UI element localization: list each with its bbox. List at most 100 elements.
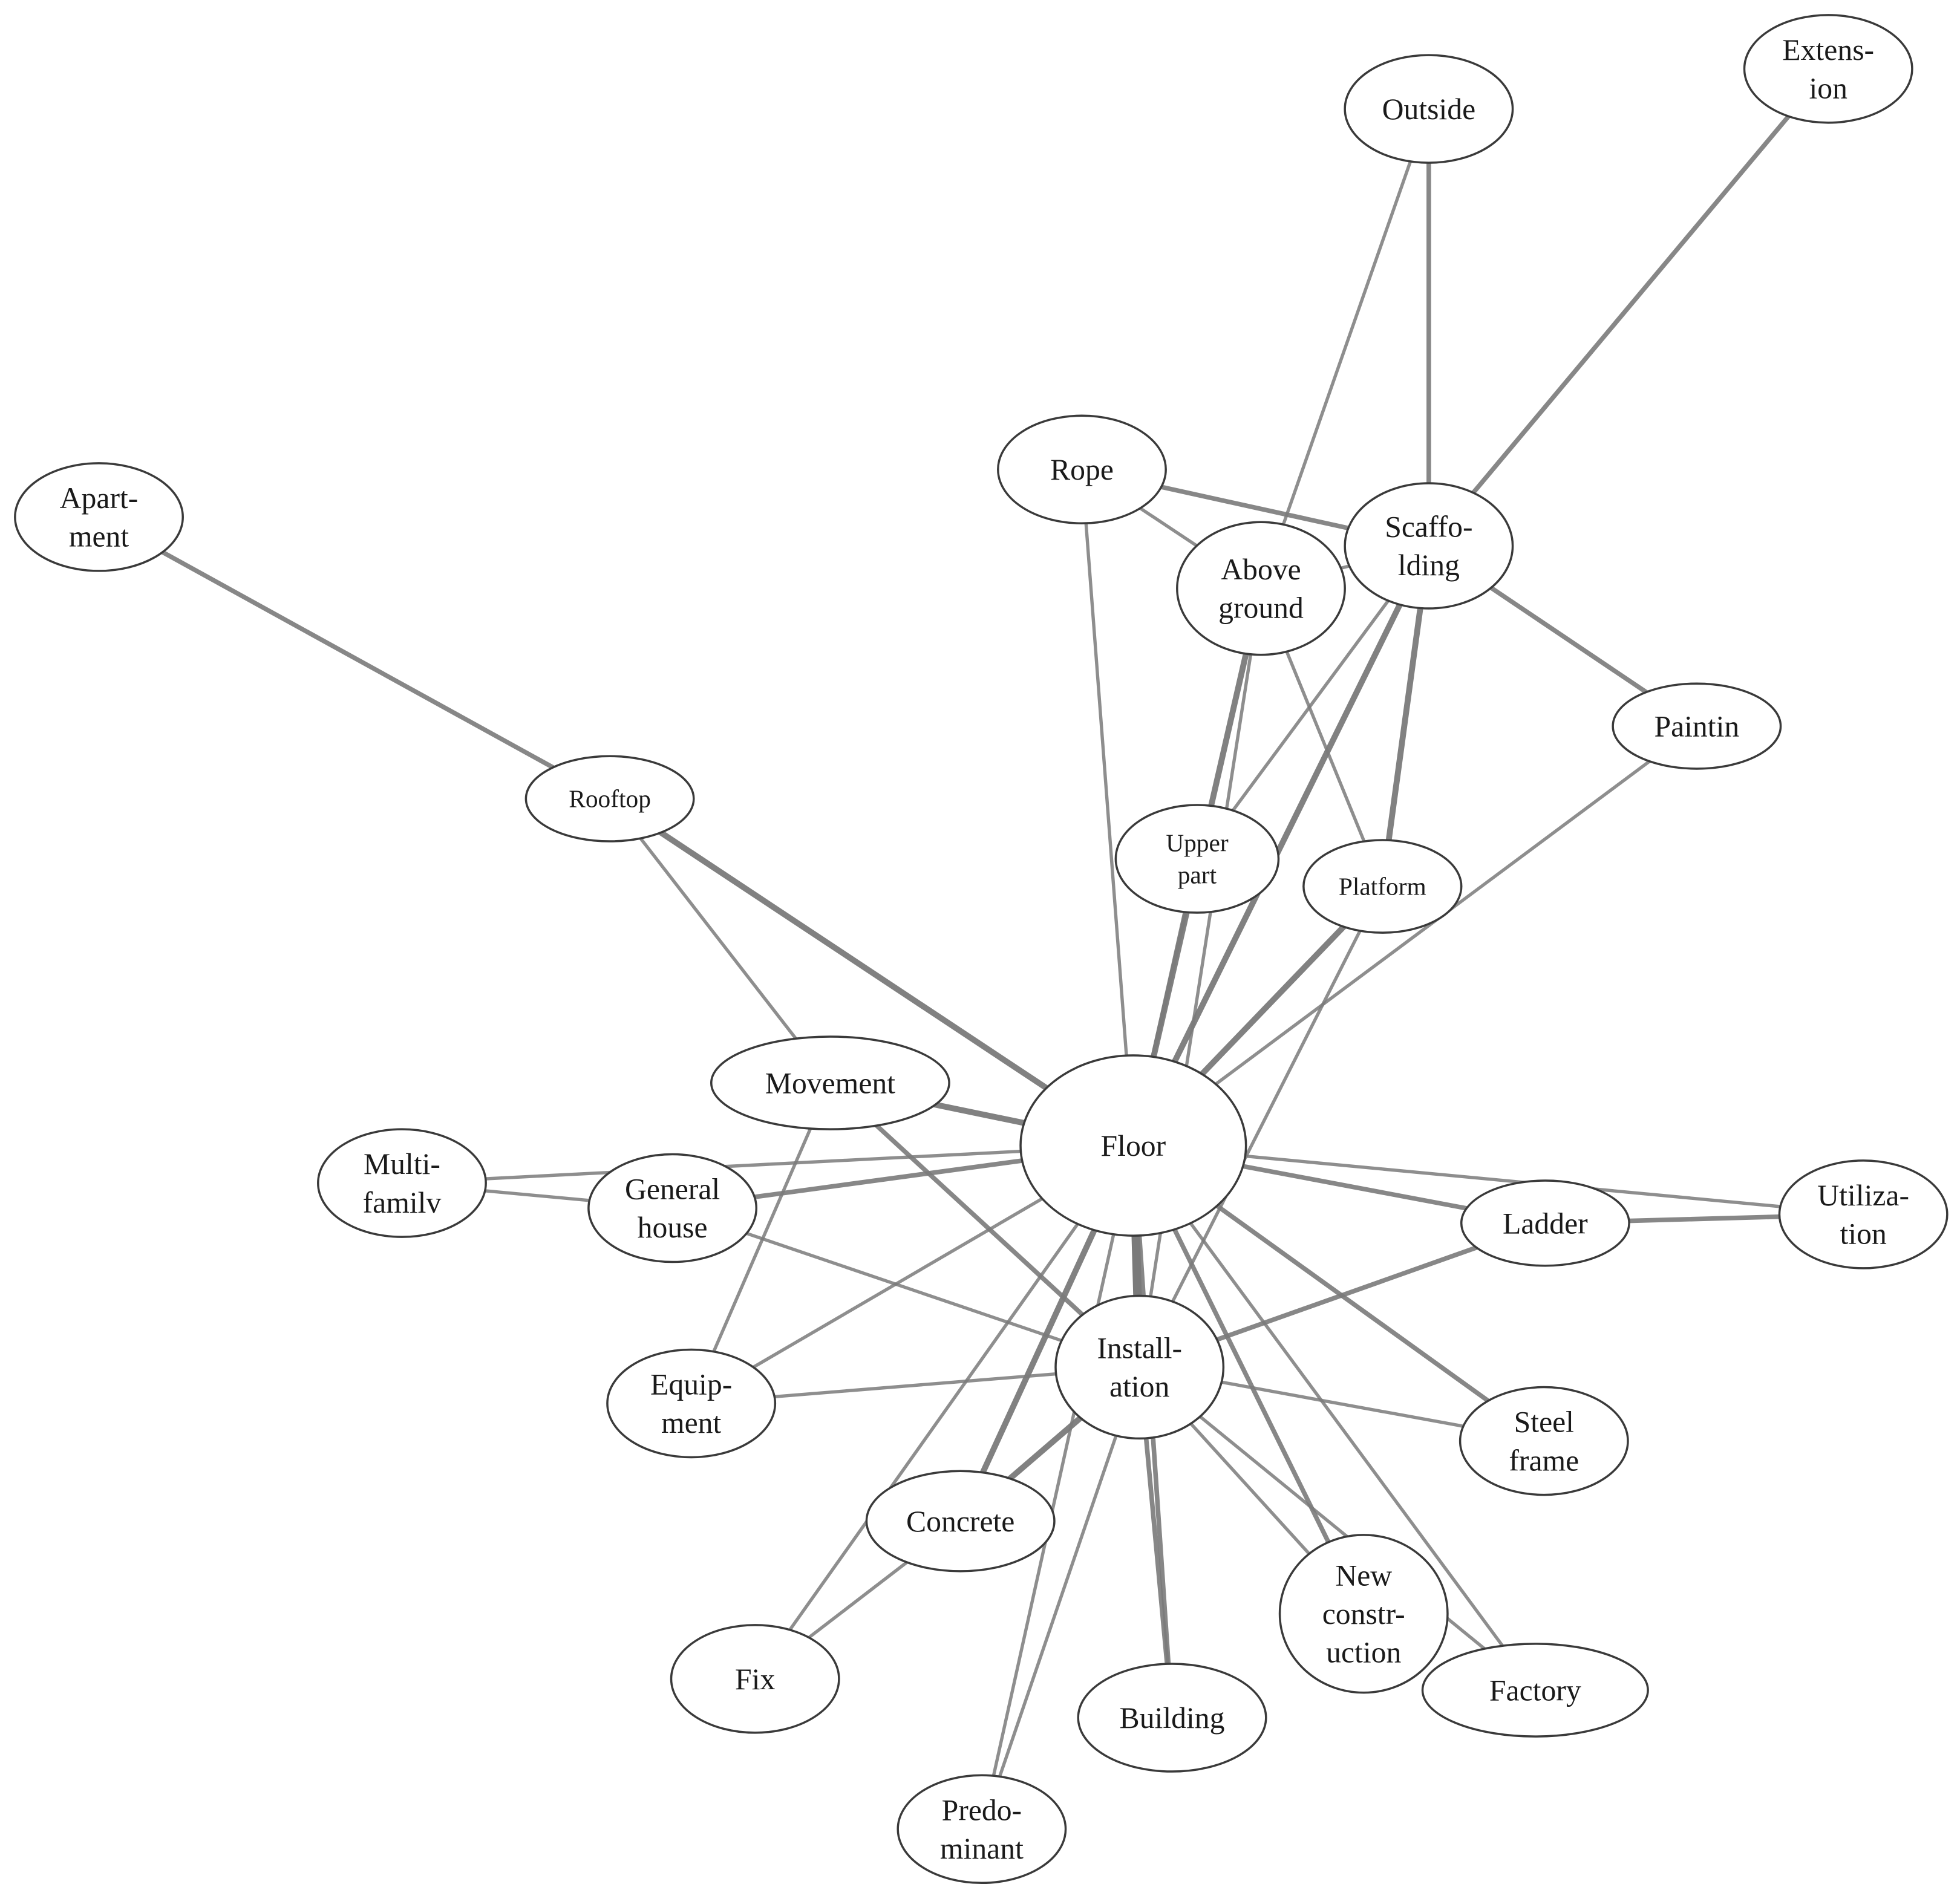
node-ellipse — [710, 1035, 950, 1130]
node-label-line: New — [1335, 1559, 1392, 1592]
node-ellipse — [1019, 1054, 1247, 1237]
edge-apartment-rooftop — [96, 515, 612, 801]
edge-floor-factory — [1131, 1144, 1537, 1692]
node-label-line: Utiliza- — [1817, 1179, 1909, 1212]
node-building: Building — [1077, 1663, 1267, 1773]
node-label-line: Building — [1120, 1701, 1225, 1735]
node-ellipse — [1421, 1643, 1649, 1738]
node-label-line: Fix — [735, 1663, 775, 1696]
edge-scaffolding-floor — [1130, 543, 1432, 1149]
node-painting: Paintin — [1612, 682, 1782, 770]
node-label-line: Platform — [1339, 873, 1426, 901]
node-label-line: Extens- — [1782, 33, 1874, 67]
node-outside: Outside — [1344, 54, 1514, 164]
node-ellipse — [1612, 682, 1782, 770]
node-label-line: Install- — [1097, 1332, 1182, 1365]
node-extension: Extens-ion — [1743, 14, 1913, 124]
node-installation: Install-ation — [1054, 1294, 1225, 1440]
node-utilization: Utiliza-tion — [1778, 1159, 1949, 1269]
node-ellipse — [587, 1153, 758, 1263]
node-multi-family: Multi-familv — [317, 1128, 487, 1238]
node-above-ground: Above ground — [1176, 521, 1346, 656]
node-label-line: Paintin — [1654, 709, 1739, 743]
node-ellipse — [524, 755, 695, 842]
node-label-line: ion — [1809, 72, 1847, 105]
node-label-line: Multi- — [364, 1147, 440, 1181]
node-label-line: Scaffo- — [1385, 510, 1472, 544]
node-label-line: uction — [1326, 1636, 1401, 1669]
node-ellipse — [1077, 1663, 1267, 1773]
node-ellipse — [606, 1348, 777, 1459]
edge-floor-utilization — [1131, 1144, 1865, 1216]
node-apartment: Apart-ment — [14, 462, 184, 572]
node-rope: Rope — [997, 414, 1167, 525]
node-label-line: Steel — [1514, 1406, 1574, 1439]
node-ellipse — [1344, 482, 1514, 610]
node-ellipse — [1459, 1386, 1629, 1496]
node-ellipse — [1743, 14, 1913, 124]
node-label-line: familv — [363, 1186, 442, 1219]
node-ellipse — [1176, 521, 1346, 656]
node-label-line: tion — [1840, 1217, 1887, 1251]
node-label-line: Concrete — [906, 1505, 1014, 1538]
node-ellipse — [1278, 1534, 1449, 1694]
node-ellipse — [1460, 1179, 1630, 1267]
node-label-line: ment — [661, 1406, 722, 1439]
node-label-line: General — [625, 1173, 720, 1206]
node-rooftop: Rooftop — [524, 755, 695, 842]
node-ellipse — [1114, 804, 1280, 914]
node-label-line: Floor — [1101, 1129, 1166, 1162]
node-label-line: Factory — [1489, 1674, 1581, 1707]
node-label-line: Rooftop — [569, 785, 651, 813]
node-ellipse — [1344, 54, 1514, 164]
edge-installation-factory — [1137, 1365, 1537, 1692]
node-label-line: ground — [1218, 592, 1304, 625]
edge-floor-fix — [753, 1144, 1135, 1681]
node-label-line: Equip- — [650, 1368, 732, 1401]
node-concrete: Concrete — [865, 1470, 1056, 1572]
edge-installation-predominant — [980, 1365, 1142, 1831]
edge-above_ground-installation — [1137, 587, 1263, 1369]
node-label-line: Outside — [1382, 93, 1476, 126]
node-label-line: lding — [1398, 549, 1460, 582]
node-ellipse — [997, 414, 1167, 525]
node-general-house: General house — [587, 1153, 758, 1263]
node-ellipse — [1778, 1159, 1949, 1269]
node-scaffolding: Scaffo-lding — [1344, 482, 1514, 610]
node-label-line: Ladder — [1503, 1207, 1588, 1240]
node-layer: FloorInstall-ationScaffo-ldingAbovegroun… — [14, 14, 1949, 1885]
node-label-line: Above — [1221, 553, 1301, 586]
node-ladder: Ladder — [1460, 1179, 1630, 1267]
node-upper-part: Upper part — [1114, 804, 1280, 914]
node-predominant: Predo-minant — [897, 1774, 1067, 1885]
edge-painting-floor — [1131, 724, 1699, 1147]
node-factory: Factory — [1421, 1643, 1649, 1738]
node-platform: Platform — [1302, 839, 1463, 934]
edge-outside-above_ground — [1259, 107, 1431, 590]
node-fix: Fix — [670, 1624, 840, 1734]
node-label-line: Rope — [1050, 453, 1114, 486]
edge-rooftop-movement — [608, 797, 832, 1085]
edge-movement-equipment — [689, 1081, 832, 1406]
edge-platform-installation — [1137, 884, 1384, 1369]
node-ellipse — [897, 1774, 1067, 1885]
edge-extension-scaffolding — [1426, 67, 1831, 549]
node-label-line: house — [638, 1211, 708, 1244]
node-ellipse — [1054, 1294, 1225, 1440]
node-label-line: constr- — [1322, 1597, 1405, 1631]
node-ellipse — [865, 1470, 1056, 1572]
node-label-line: ment — [69, 520, 129, 553]
node-label-line: Predo- — [942, 1793, 1022, 1827]
node-ellipse — [317, 1128, 487, 1238]
node-floor: Floor — [1019, 1054, 1247, 1237]
edge-rope-floor — [1080, 468, 1135, 1147]
node-new-construction: New constr-uction — [1278, 1534, 1449, 1694]
node-label-line: Apart- — [60, 481, 139, 515]
node-label-line: Movement — [765, 1066, 895, 1100]
node-label-line: Upper — [1166, 829, 1229, 857]
node-movement: Movement — [710, 1035, 950, 1130]
node-label-line: part — [1178, 861, 1217, 889]
node-label-line: minant — [940, 1832, 1024, 1865]
